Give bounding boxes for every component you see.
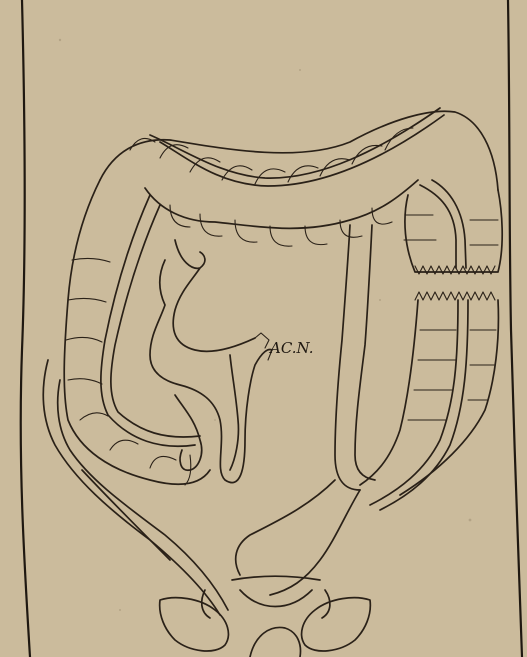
cecum-loop (43, 360, 228, 615)
small-intestine (150, 240, 272, 485)
transverse-colon (100, 108, 498, 246)
body-outline (21, 0, 522, 657)
splenic-flexure (404, 180, 502, 274)
sigmoid-colon (236, 225, 375, 595)
pelvic-structures (160, 576, 371, 657)
annotation-label: AC.N. (268, 339, 313, 357)
ascending-colon (64, 180, 210, 484)
descending-colon (360, 292, 498, 510)
paper-texture (59, 39, 472, 611)
